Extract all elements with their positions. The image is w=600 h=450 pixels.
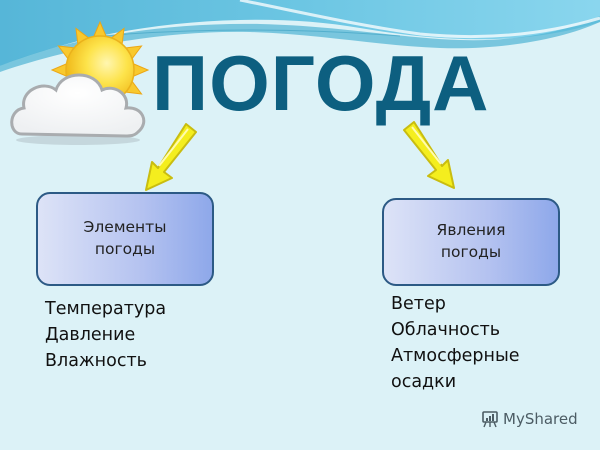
watermark-text: MyShared [503,410,578,428]
slide-title: ПОГОДА [152,39,490,127]
weather-elements-box: Элементы погоды [36,192,214,286]
box-label-line1: Элементы [83,218,167,237]
list-item: осадки [391,372,457,392]
list-item: Ветер [391,294,446,314]
arrow-down-right-icon [403,121,455,189]
weather-phenomena-box: Явления погоды [382,198,560,286]
box-label-line2: погоды [440,243,502,261]
list-item: Атмосферные [391,346,520,366]
weather-phenomena-list: Ветер Облачность Атмосферные осадки [391,291,520,395]
arrow-down-left-icon [145,123,197,191]
list-item: Облачность [391,320,501,340]
list-item: Влажность [45,351,147,371]
box-label-line1: Явления [436,221,506,240]
weather-elements-list: Температура Давление Влажность [45,296,166,374]
wave-banner-decoration [0,0,600,72]
box-label-line2: погоды [94,240,156,258]
presentation-board-icon [482,411,498,428]
myshared-watermark[interactable]: MyShared [481,410,578,428]
sun-behind-cloud-icon [10,20,150,145]
list-item: Давление [45,325,136,345]
list-item: Температура [45,299,167,319]
